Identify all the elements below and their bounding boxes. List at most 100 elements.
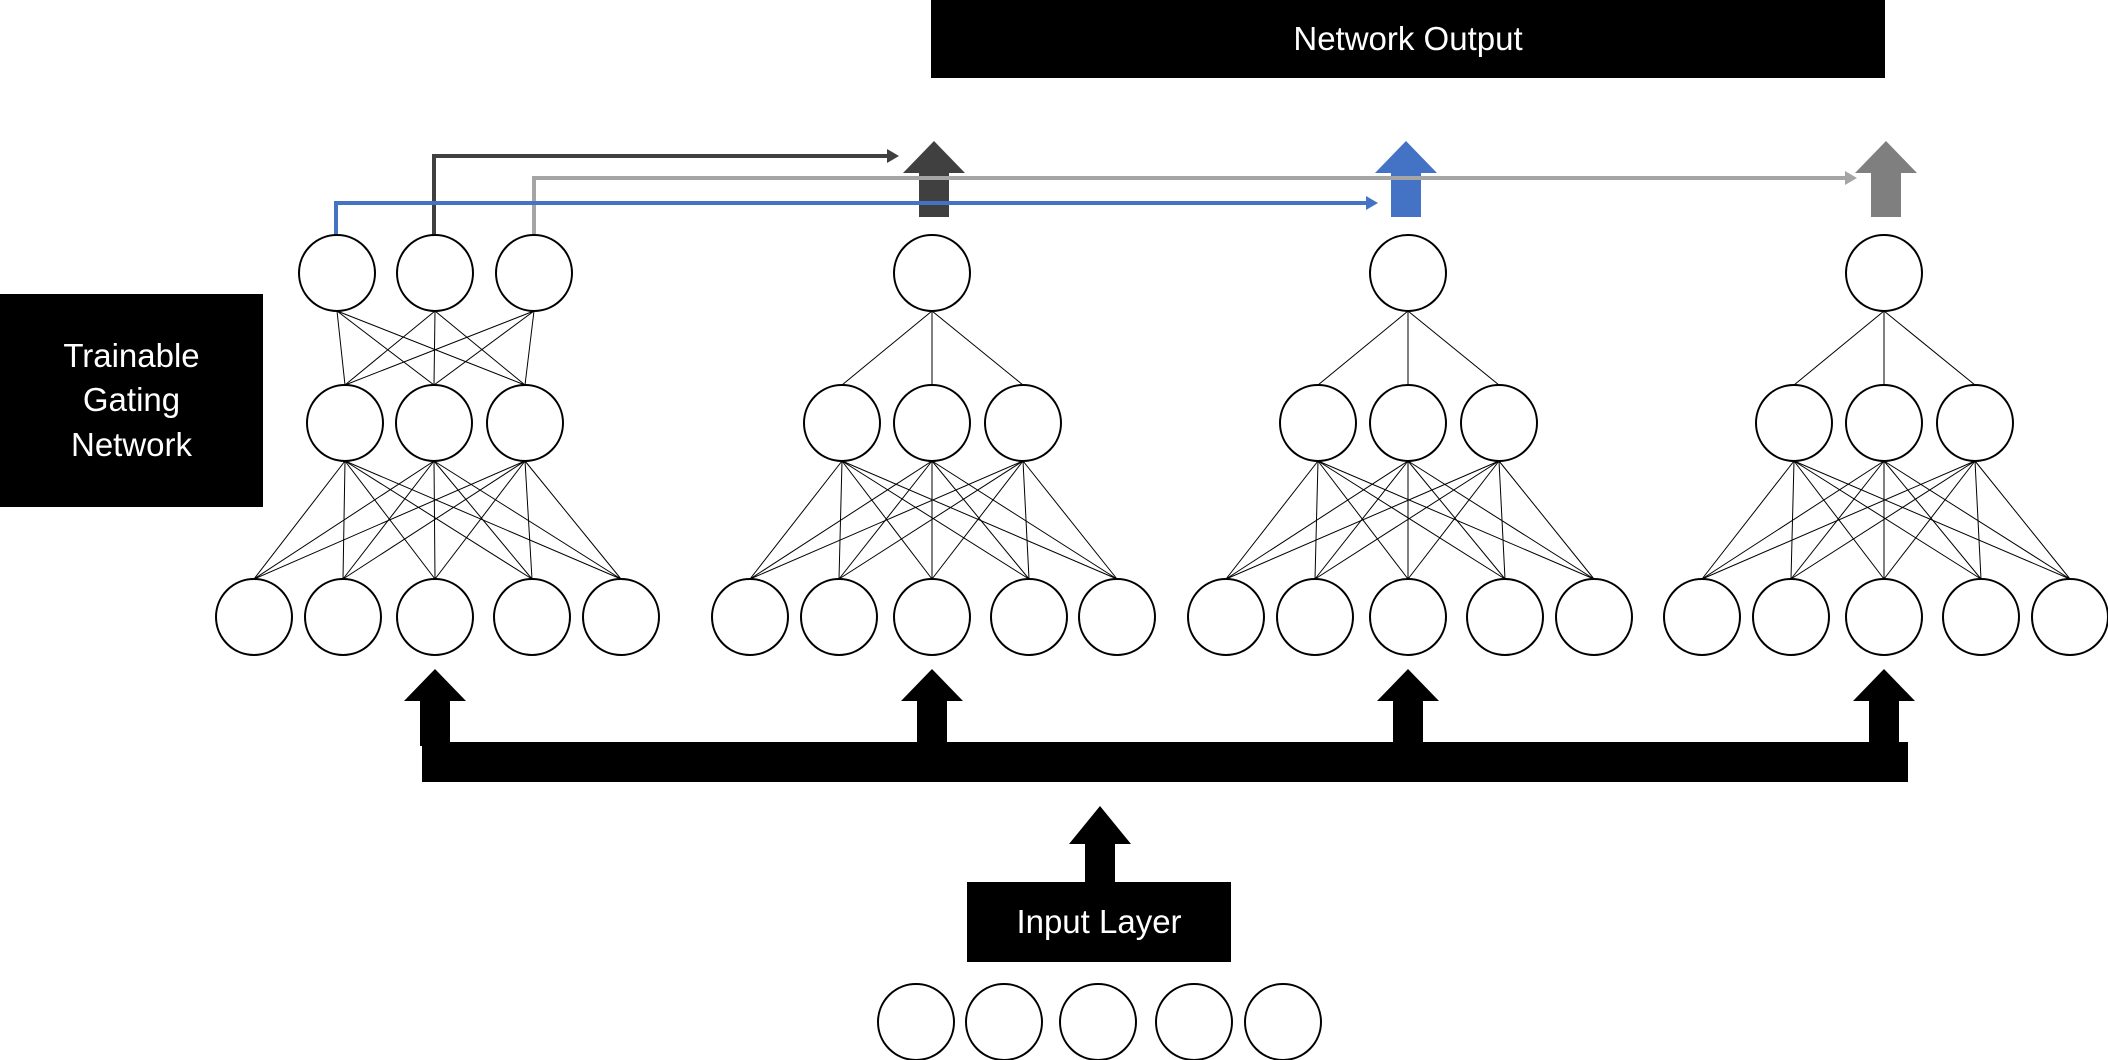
gating-network-edge <box>524 460 622 580</box>
gating-network-edge <box>336 310 526 386</box>
expert-3-edge <box>1793 460 1885 580</box>
input-layer-neuron <box>1244 983 1322 1060</box>
expert-1-edge <box>931 460 1118 580</box>
expert-2-hidden-neuron <box>1369 384 1447 462</box>
expert-3-input-neuron <box>1845 578 1923 656</box>
gate-line-dark-head <box>887 149 899 163</box>
expert-1-edge <box>931 310 1024 386</box>
gating-network-output-neuron <box>298 234 376 312</box>
expert-2-edge <box>1407 310 1500 386</box>
gating-network-edge <box>344 460 436 580</box>
input-layer-arrow <box>1069 806 1131 882</box>
gating-network-edge <box>336 310 435 386</box>
gating-network-box: Trainable Gating Network <box>0 294 263 507</box>
gating-network-hidden-neuron <box>395 384 473 462</box>
input-branch-arrow <box>901 669 963 746</box>
expert-2-edge <box>1317 460 1595 580</box>
gating-network-output-neuron <box>495 234 573 312</box>
network-connections <box>253 310 2071 580</box>
input-distribution-bus <box>404 669 1915 882</box>
input-branch-arrow <box>1853 669 1915 746</box>
gating-network-edge <box>342 460 346 580</box>
gating-network-edge <box>434 310 526 386</box>
expert-1-output-neuron <box>893 234 971 312</box>
gating-network-edge <box>253 460 346 580</box>
expert-2-input-neuron <box>1369 578 1447 656</box>
gate-line-dark <box>432 154 887 235</box>
expert-3-edge <box>1793 310 1885 386</box>
expert-3-hidden-neuron <box>1936 384 2014 462</box>
expert-1-edge <box>1022 460 1118 580</box>
expert-2-edge <box>1317 460 1506 580</box>
expert-2-edge <box>1314 460 1409 580</box>
expert-1-edge <box>838 460 1024 580</box>
gating-network-input-neuron <box>582 578 660 656</box>
gating-network-edge <box>524 460 533 580</box>
gating-network-input-neuron <box>304 578 382 656</box>
expert-2-edge <box>1314 460 1319 580</box>
expert-3-edge <box>1974 460 2071 580</box>
expert-2-edge <box>1317 310 1409 386</box>
gating-network-edge <box>524 310 535 386</box>
input-branch-arrow <box>404 669 466 746</box>
gating-network-edge <box>336 310 346 386</box>
gating-network-edge <box>344 310 436 386</box>
expert-1-hidden-neuron <box>984 384 1062 462</box>
expert-3-edge <box>1790 460 1885 580</box>
expert-3-edge <box>1974 460 1982 580</box>
gate-line-light <box>532 176 1845 235</box>
expert-3-edge <box>1790 460 1795 580</box>
expert-3-edge <box>1790 460 1976 580</box>
expert-2-edge <box>1498 460 1595 580</box>
expert-2-edge <box>1407 460 1595 580</box>
expert-1-edge <box>931 460 1024 580</box>
expert-1-hidden-neuron <box>893 384 971 462</box>
expert-1-input-neuron <box>990 578 1068 656</box>
gating-network-edge <box>344 460 622 580</box>
expert-1-edge <box>1022 460 1030 580</box>
expert-3-output-neuron <box>1845 234 1923 312</box>
expert-2-input-neuron <box>1187 578 1265 656</box>
gating-network-edge <box>342 460 435 580</box>
input-layer-neuron <box>877 983 955 1060</box>
expert-3-input-neuron <box>1663 578 1741 656</box>
expert-2-hidden-neuron <box>1460 384 1538 462</box>
input-layer-label: Input Layer <box>1016 902 1182 940</box>
expert-2-edge <box>1498 460 1506 580</box>
gating-network-edge <box>433 310 436 386</box>
input-branch-arrow <box>1377 669 1439 746</box>
gate-line-blue <box>334 201 1366 235</box>
expert-2-edge <box>1314 460 1500 580</box>
expert-1-input-neuron <box>711 578 789 656</box>
gating-connections <box>334 141 1917 235</box>
expert-2-input-neuron <box>1276 578 1354 656</box>
expert-1-edge <box>841 460 933 580</box>
expert-3-hidden-neuron <box>1755 384 1833 462</box>
gating-network-edge <box>433 310 535 386</box>
expert-1-edge <box>838 460 843 580</box>
gating-network-label: Trainable Gating Network <box>63 336 200 463</box>
expert-3-edge <box>1701 460 1795 580</box>
expert-3-input-neuron <box>2031 578 2108 656</box>
expert-1-input-neuron <box>800 578 878 656</box>
expert-3-edge <box>1883 310 1976 386</box>
input-layer-box: Input Layer <box>967 882 1231 962</box>
expert-1-input-neuron <box>893 578 971 656</box>
expert-1-edge <box>841 460 1118 580</box>
expert-1-input-neuron <box>1078 578 1156 656</box>
gating-network-edge <box>433 460 622 580</box>
expert-1-edge <box>838 460 933 580</box>
gating-network-hidden-neuron <box>486 384 564 462</box>
gating-network-input-neuron <box>396 578 474 656</box>
expert-3-input-neuron <box>1942 578 2020 656</box>
input-layer-neuron <box>965 983 1043 1060</box>
gating-network-input-neuron <box>493 578 571 656</box>
expert-3-edge <box>1793 460 2071 580</box>
expert-2-hidden-neuron <box>1279 384 1357 462</box>
expert-3-edge <box>1883 460 2071 580</box>
expert-3-edge <box>1883 460 1976 580</box>
gating-network-edge <box>344 460 533 580</box>
gate-line-light-head <box>1845 171 1857 185</box>
gating-network-edge <box>434 460 526 580</box>
